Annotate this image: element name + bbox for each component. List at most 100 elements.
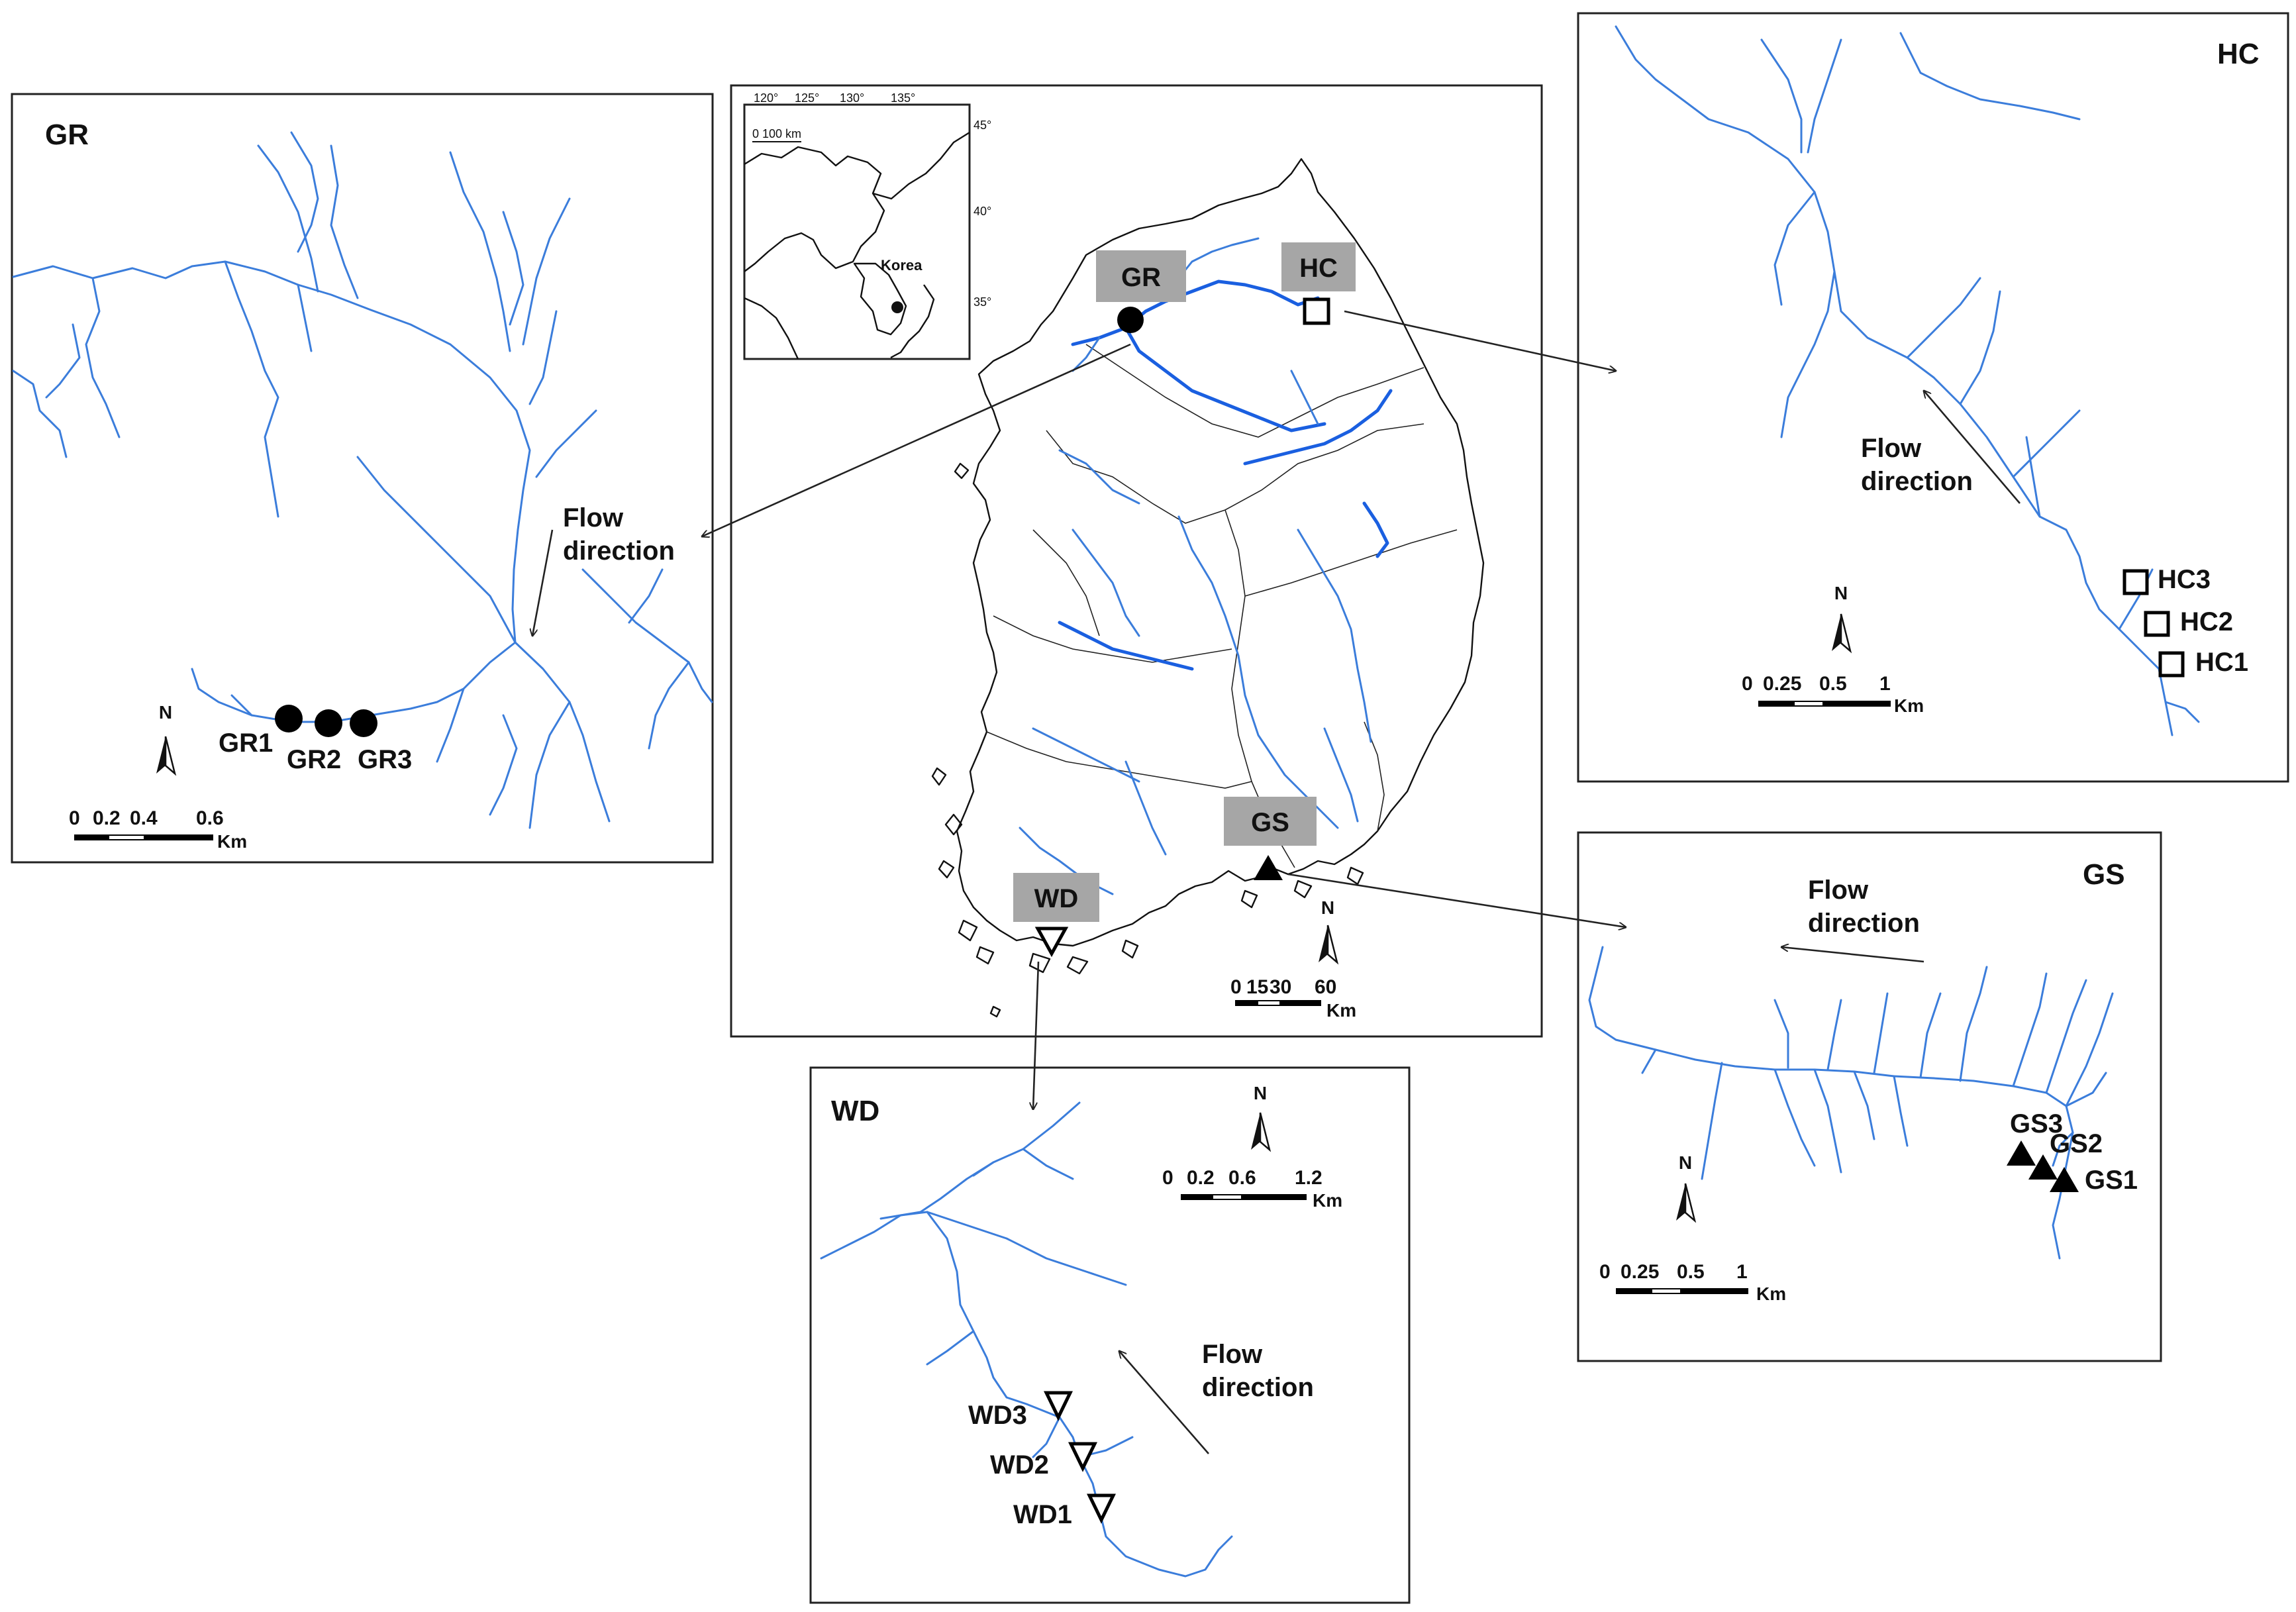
svg-text:0: 0 (1742, 673, 1753, 695)
panel-gs-title: GS (2083, 858, 2125, 891)
svg-text:N: N (1834, 583, 1848, 603)
panel-gr-title: GR (45, 119, 89, 151)
inset-study-marker (891, 301, 903, 313)
svg-text:1.2: 1.2 (1295, 1167, 1323, 1189)
connector-gs (1287, 873, 1626, 927)
panel-gs: GS Flow direction GS3 GS2 GS1 (1577, 831, 2162, 1362)
marker-gs-main (1254, 855, 1283, 880)
marker-wd3 (1044, 1391, 1073, 1421)
panel-gr: GR Flow (11, 93, 714, 864)
svg-text:0: 0 (1230, 976, 1242, 998)
gs-scale-bar: 0 0.25 0.5 1 Km (1599, 1261, 1786, 1304)
label-gs1: GS1 (2085, 1166, 2138, 1195)
islands (931, 462, 1364, 1018)
inset-coast-mainland (744, 146, 885, 272)
panel-wd-frame (809, 1066, 1411, 1604)
inset-country-label: Korea (881, 257, 923, 274)
wd-north-arrow: N (1250, 1083, 1271, 1151)
marker-wd-main (1034, 927, 1069, 958)
panel-wd-title: WD (831, 1095, 879, 1127)
svg-text:Km: Km (1756, 1284, 1786, 1304)
svg-text:1: 1 (1879, 673, 1891, 695)
connector-hc (1344, 310, 1616, 371)
marker-gr1 (275, 705, 303, 732)
inset-lat-tick: 40° (973, 205, 991, 218)
hc-flow-arrow (1924, 391, 2021, 504)
panel-wd: WD Flow direction WD3 WD2 WD1 N 0 (809, 1066, 1411, 1604)
svg-text:0.6: 0.6 (196, 807, 224, 829)
marker-gr2 (315, 709, 342, 737)
connector-arrows (702, 310, 1626, 1109)
marker-gr-main (1117, 307, 1144, 333)
panel-hc-title: HC (2217, 38, 2260, 70)
tag-wd: WD (1013, 873, 1099, 922)
korea-outline (956, 158, 1485, 947)
tag-gr: GR (1096, 250, 1186, 302)
hc-flow-label-1: Flow (1861, 434, 1922, 463)
label-gr1: GR1 (219, 729, 273, 758)
inset-scale-label: 0 100 km (752, 127, 801, 140)
inset-japan (890, 284, 935, 359)
gs-flow-arrow (1781, 947, 1924, 963)
svg-text:GS: GS (1251, 808, 1289, 837)
tag-hc: HC (1281, 242, 1356, 291)
svg-text:N: N (1321, 897, 1334, 918)
label-hc3: HC3 (2158, 565, 2211, 594)
main-map-panel: Korea 120° 125° 130° 135° 45° 40° 35° 0 … (730, 84, 1543, 1038)
marker-gr3 (350, 709, 377, 737)
label-gr2: GR2 (287, 745, 341, 774)
label-wd1: WD1 (1013, 1500, 1072, 1529)
label-hc2: HC2 (2180, 607, 2233, 636)
gs-flow-label-1: Flow (1808, 876, 1869, 905)
svg-text:0: 0 (1162, 1167, 1173, 1189)
panel-gs-frame (1577, 831, 2162, 1362)
svg-text:0: 0 (69, 807, 80, 829)
wd-flow-label-2: direction (1202, 1373, 1314, 1402)
marker-hc1 (2158, 651, 2185, 678)
svg-text:1: 1 (1736, 1261, 1748, 1283)
svg-text:0: 0 (1599, 1261, 1611, 1283)
hc-flow-label-2: direction (1861, 467, 1973, 496)
svg-text:0.2: 0.2 (93, 807, 121, 829)
inset-lon-tick: 125° (795, 91, 819, 105)
marker-gs3 (2007, 1140, 2036, 1166)
marker-hc-main (1303, 297, 1330, 325)
wd-flow-arrow (1119, 1351, 1209, 1454)
svg-text:30: 30 (1270, 976, 1291, 998)
gr-flow-arrow (532, 529, 554, 636)
label-wd2: WD2 (990, 1450, 1049, 1480)
inset-lat-tick: 35° (973, 295, 991, 309)
connector-wd (1033, 961, 1040, 1109)
svg-text:0.6: 0.6 (1228, 1167, 1256, 1189)
svg-text:0.2: 0.2 (1187, 1167, 1215, 1189)
gs-rivers (1588, 946, 2114, 1260)
label-hc1: HC1 (2195, 648, 2248, 677)
tag-gs: GS (1224, 797, 1317, 846)
label-gr3: GR3 (358, 745, 412, 774)
wd-scale-bar: 0 0.2 0.6 1.2 Km (1162, 1167, 1342, 1211)
inset-lat-tick: 45° (973, 119, 991, 132)
svg-text:15: 15 (1246, 976, 1268, 998)
main-north-arrow: N (1317, 897, 1338, 964)
gr-scale-bar: 0 0.2 0.4 0.6 Km (69, 807, 247, 852)
svg-text:0.25: 0.25 (1621, 1261, 1659, 1283)
marker-wd1 (1087, 1493, 1116, 1524)
wd-flow-label-1: Flow (1202, 1340, 1263, 1369)
hc-scale-bar: 0 0.25 0.5 1 Km (1742, 673, 1924, 716)
gr-rivers (12, 131, 713, 829)
panel-hc: HC Flow direction HC3 HC2 HC1 N (1577, 12, 2289, 783)
inset-coast-north (872, 131, 970, 200)
svg-text:0.25: 0.25 (1763, 673, 1801, 695)
gs-flow-label-2: direction (1808, 909, 1920, 938)
label-wd3: WD3 (968, 1401, 1027, 1430)
label-gs2: GS2 (2050, 1129, 2103, 1158)
connector-gr (702, 343, 1131, 536)
marker-gs1 (2050, 1167, 2079, 1192)
svg-text:Km: Km (1894, 695, 1924, 716)
svg-text:60: 60 (1315, 976, 1336, 998)
hc-rivers (1615, 25, 2200, 736)
svg-text:Km: Km (1326, 1000, 1356, 1021)
svg-text:Km: Km (1313, 1190, 1342, 1211)
province-boundaries (986, 344, 1458, 868)
